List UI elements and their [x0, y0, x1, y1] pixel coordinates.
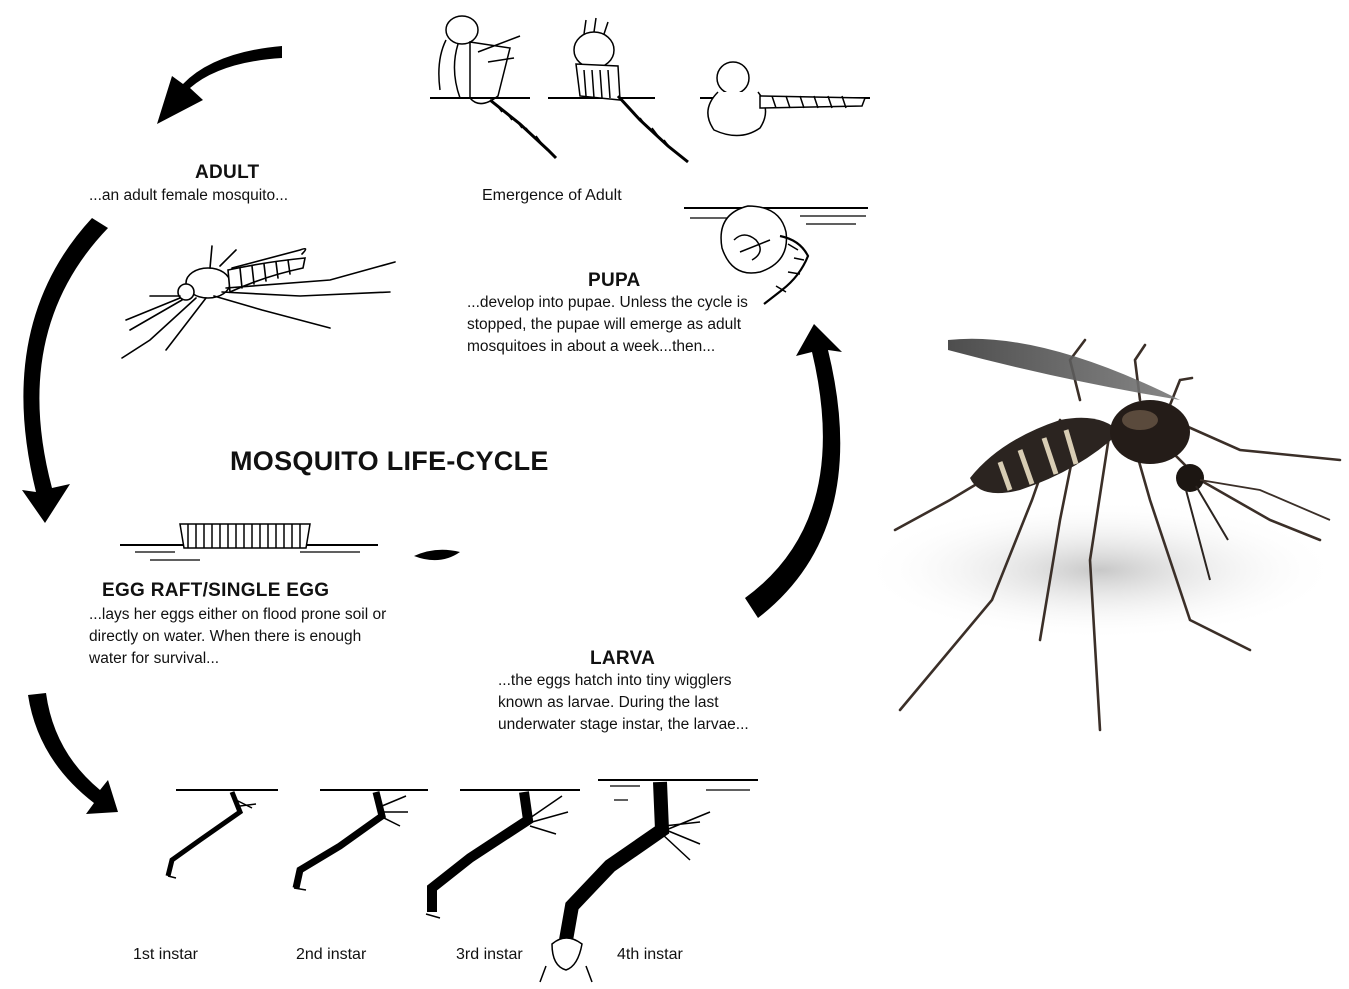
larva-drawing [294, 790, 428, 890]
larva-title: LARVA [590, 648, 655, 670]
cycle-arrow-icon [157, 46, 282, 124]
adult-mosquito-drawing [122, 246, 395, 358]
larva-drawing [168, 790, 278, 878]
emergence-caption: Emergence of Adult [482, 187, 622, 205]
larva-description: ...the eggs hatch into tiny wigglers kno… [498, 670, 760, 736]
larva-drawing [426, 790, 580, 918]
instar-label: 2nd instar [296, 946, 366, 964]
single-egg-drawing [414, 550, 460, 560]
instar-label: 3rd instar [456, 946, 523, 964]
egg-title: EGG RAFT/SINGLE EGG [102, 580, 329, 602]
pupa-description: ...develop into pupae. Unless the cycle … [467, 292, 777, 358]
egg-raft-drawing [120, 524, 378, 560]
emerging-adult-drawing [430, 16, 556, 158]
adult-title: ADULT [195, 162, 259, 184]
adult-description: ...an adult female mosquito... [89, 185, 288, 207]
emerging-adult-drawing [548, 18, 688, 162]
pupa-drawing [684, 206, 868, 304]
instar-label: 1st instar [133, 946, 198, 964]
cycle-arrow-icon [28, 693, 118, 814]
diagram-title: MOSQUITO LIFE-CYCLE [230, 446, 549, 477]
instar-label: 4th instar [617, 946, 683, 964]
mosquito-photo [860, 339, 1340, 730]
cycle-arrow-icon [22, 218, 108, 523]
emerging-adult-drawing [700, 62, 870, 136]
egg-description: ...lays her eggs either on flood prone s… [89, 604, 389, 670]
pupa-title: PUPA [588, 270, 641, 292]
cycle-arrow-icon [745, 324, 842, 618]
